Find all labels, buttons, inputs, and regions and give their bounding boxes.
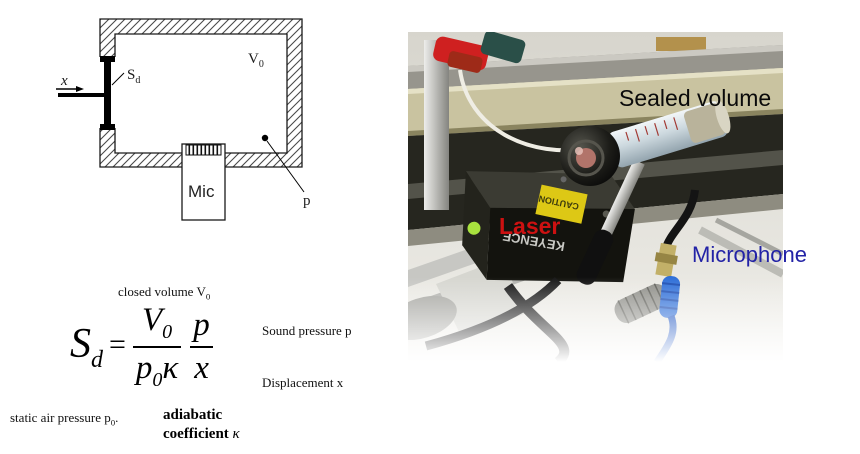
static-air-pressure-annotation: static air pressure p0.: [10, 410, 119, 428]
red-clamp: [433, 30, 526, 73]
microphone-body: [608, 100, 731, 168]
laser-label: Laser: [499, 213, 561, 239]
fraction-volume-over-pressure: V0 p0κ: [132, 303, 182, 391]
fraction-bar: [190, 346, 213, 348]
sealed-volume-label: Sealed volume: [619, 85, 772, 111]
displacement-arrow: [56, 86, 84, 92]
fraction-p-over-x: p x: [190, 308, 213, 385]
p-label: p: [303, 193, 311, 209]
microphone-head: [560, 126, 620, 186]
mic-label: Mic: [188, 182, 215, 201]
v0-label: V0: [248, 51, 264, 70]
equation-lhs: Sd: [70, 320, 103, 373]
pressure-pointer: [261, 134, 305, 193]
adiabatic-coefficient-annotation: adiabatic coefficient κ: [163, 407, 240, 442]
brass-connector: [654, 242, 678, 278]
microphone-label: Microphone: [692, 242, 807, 267]
sd-leader-line: [111, 72, 125, 86]
setup-photo: CAUTION KEYENCE: [387, 30, 785, 366]
equals-sign: =: [109, 328, 126, 361]
sd-equation: Sd = V0 p0κ p x: [70, 303, 213, 391]
mic-body: [181, 143, 226, 221]
brass-fitting: [656, 37, 706, 51]
fraction-bar: [132, 346, 182, 348]
sound-pressure-annotation: Sound pressure p: [262, 323, 352, 338]
sd-label: Sd: [127, 67, 140, 86]
x-label: x: [60, 73, 68, 89]
photo-bottom-fade: [408, 277, 783, 362]
laser-led: [467, 221, 481, 235]
diagonal-rod-right-2: [714, 217, 785, 257]
sealed-box-schematic: x Sd V0 Mic p: [56, 18, 311, 221]
piston: [58, 56, 115, 130]
caution-sticker: CAUTION: [535, 184, 588, 224]
setup-photo-scene: CAUTION KEYENCE: [387, 30, 785, 366]
mic-mount-rod: [576, 159, 645, 285]
vertical-post: [424, 40, 449, 210]
closed-volume-annotation: closed volume V0: [118, 284, 211, 302]
clamp-handle: [480, 30, 526, 64]
diagonal-rod-right: [698, 226, 785, 278]
displacement-annotation: Displacement x: [262, 375, 344, 390]
mic-grille: [185, 144, 222, 156]
mic-signal-cable: [662, 189, 699, 250]
